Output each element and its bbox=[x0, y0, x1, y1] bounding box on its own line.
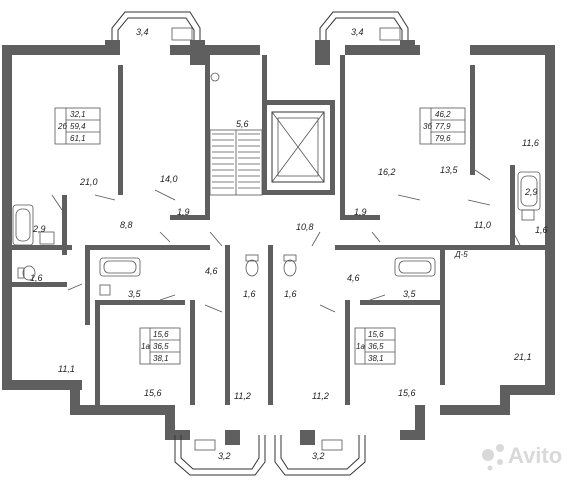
avito-watermark: Avito bbox=[482, 443, 562, 471]
apt-3b-area-total: 77,9 bbox=[435, 122, 451, 131]
apt-1a-left-area-total: 36,5 bbox=[153, 342, 169, 351]
room-area: 3,2 bbox=[312, 451, 325, 461]
room-area: 2,9 bbox=[32, 224, 46, 234]
apt-3b-type: 3б bbox=[423, 122, 432, 131]
section-mark: Д-5 bbox=[454, 250, 468, 259]
room-area: 11,1 bbox=[58, 364, 75, 374]
room-area: 11,2 bbox=[312, 391, 329, 401]
apt-2b-area-total: 59,4 bbox=[70, 122, 86, 131]
room-area: 3,2 bbox=[218, 451, 231, 461]
watermark-text: Avito bbox=[508, 443, 562, 468]
room-area: 4,6 bbox=[205, 266, 218, 276]
room-area: 3,5 bbox=[403, 289, 417, 299]
room-area: 15,6 bbox=[398, 388, 416, 398]
room-area: 10,8 bbox=[296, 222, 314, 232]
apt-2b-area-full: 61,1 bbox=[70, 134, 86, 143]
apt-1a-right-type: 1а bbox=[356, 342, 365, 351]
room-area: 1,6 bbox=[284, 289, 297, 299]
room-area: 1,9 bbox=[177, 207, 190, 217]
room-area: 2,9 bbox=[524, 187, 538, 197]
interior-walls bbox=[12, 55, 545, 405]
apt-1a-left-area-full: 38,1 bbox=[153, 354, 169, 363]
apt-1a-right-area-total: 36,5 bbox=[368, 342, 384, 351]
apt-table-2b: 2б 32,1 59,4 61,1 bbox=[54, 107, 101, 145]
room-area: 16,2 bbox=[378, 167, 396, 177]
room-area: 1,9 bbox=[354, 207, 367, 217]
room-area: 1,6 bbox=[243, 289, 256, 299]
room-area: 8,8 bbox=[120, 220, 133, 230]
apt-1a-left-area-living: 15,6 bbox=[153, 330, 169, 339]
apt-1a-left-type: 1а bbox=[141, 342, 150, 351]
apt-2b-type: 2б bbox=[57, 122, 67, 131]
room-area: 3,4 bbox=[136, 27, 149, 37]
room-area: 11,0 bbox=[474, 220, 491, 230]
room-area: 11,2 bbox=[234, 391, 251, 401]
room-labels: 3,4 3,4 21,0 14,0 2,9 1,6 8,8 1,9 5,6 10… bbox=[30, 27, 548, 461]
apt-1a-right-area-full: 38,1 bbox=[368, 354, 384, 363]
fixtures bbox=[12, 171, 541, 296]
bottom-bays bbox=[174, 430, 366, 476]
room-area: 3,5 bbox=[128, 289, 142, 299]
door-lines bbox=[51, 169, 521, 313]
apt-2b-area-living: 32,1 bbox=[70, 110, 86, 119]
stair-and-lift bbox=[209, 72, 325, 196]
apt-table-1a-left: 1а 15,6 36,5 38,1 bbox=[139, 327, 181, 365]
room-area: 21,0 bbox=[79, 177, 98, 187]
room-area: 5,6 bbox=[236, 119, 249, 129]
apt-table-3b: 3б 46,2 77,9 79,6 bbox=[419, 107, 466, 145]
room-area: 1,6 bbox=[30, 273, 43, 283]
room-area: 11,6 bbox=[522, 138, 539, 148]
room-area: 15,6 bbox=[144, 388, 162, 398]
room-area: 1,6 bbox=[535, 225, 548, 235]
room-area: 3,4 bbox=[351, 27, 364, 37]
apt-1a-right-area-living: 15,6 bbox=[368, 330, 384, 339]
apt-table-1a-right: 1а 15,6 36,5 38,1 bbox=[354, 327, 396, 365]
room-area: 4,6 bbox=[347, 273, 360, 283]
room-area: 14,0 bbox=[160, 174, 178, 184]
top-bays bbox=[105, 11, 415, 65]
outer-walls bbox=[2, 45, 555, 440]
room-area: 13,5 bbox=[440, 165, 459, 175]
room-area: 21,1 bbox=[513, 352, 532, 362]
apt-3b-area-living: 46,2 bbox=[435, 110, 451, 119]
apt-3b-area-full: 79,6 bbox=[435, 134, 451, 143]
